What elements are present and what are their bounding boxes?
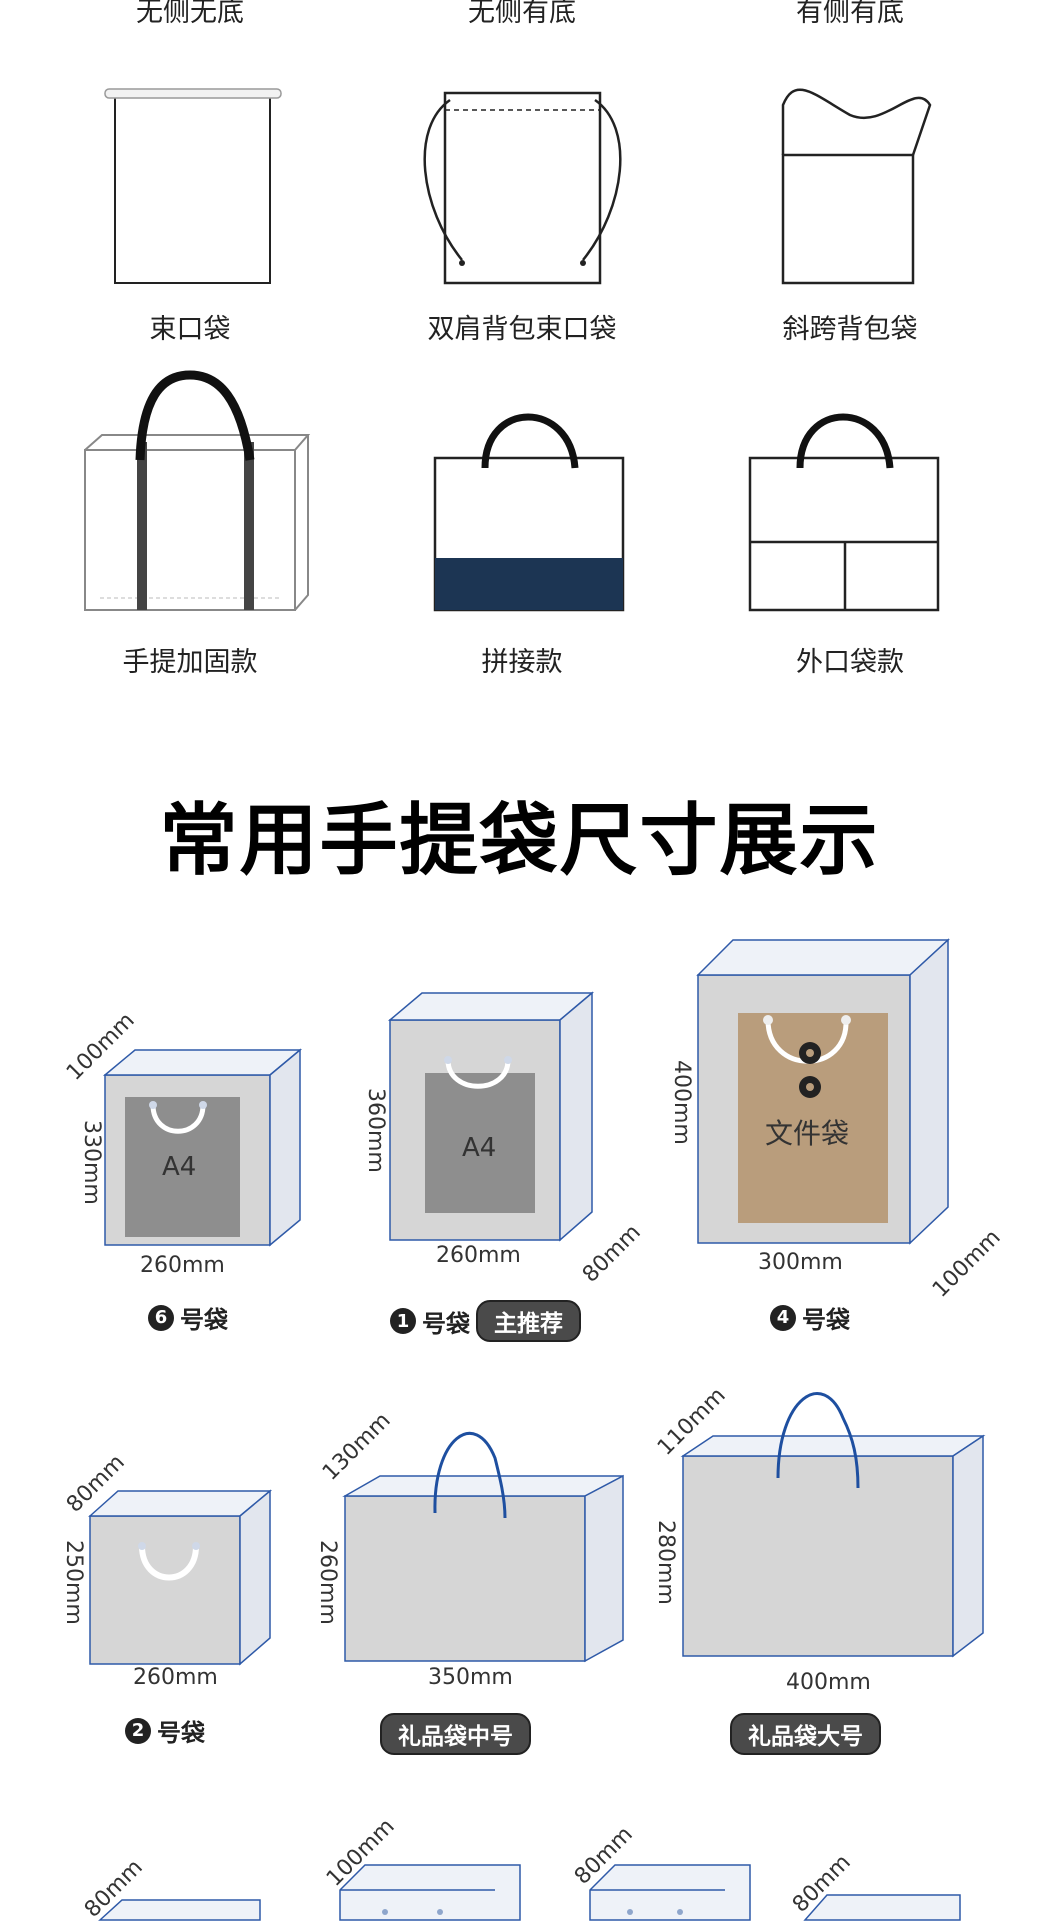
size-bag-4-width: 300mm — [758, 1250, 843, 1275]
style-label-outer-pocket: 外口袋款 — [796, 647, 904, 678]
size-bag-2-height: 250mm — [61, 1540, 86, 1625]
outer-pocket-bag-illustration — [748, 413, 940, 612]
gift-bag-large-badge: 礼品袋大号 — [730, 1713, 881, 1755]
size-bag-1-number: 1 — [390, 1308, 416, 1334]
size-bag-1-badge: 主推荐 — [476, 1300, 581, 1342]
size-row3-bag-2-illustration — [339, 1864, 521, 1921]
gift-bag-medium-illustration — [342, 1431, 624, 1663]
size-bag-4-height: 400mm — [669, 1060, 694, 1145]
style-label-no-side-with-bottom: 无侧有底 — [468, 0, 576, 28]
style-label-crossbody: 斜跨背包袋 — [782, 314, 918, 345]
size-bag-1-inner-label: A4 — [462, 1133, 497, 1163]
size-bag-2-name: 号袋 — [157, 1719, 205, 1747]
size-bag-1-illustration — [387, 991, 595, 1242]
style-label-no-side-no-bottom: 无侧无底 — [136, 0, 244, 28]
size-bag-1-name: 号袋 — [422, 1309, 470, 1338]
size-bag-4-illustration — [696, 938, 950, 1245]
size-bag-6-inner-label: A4 — [162, 1152, 197, 1182]
size-bag-4-inner-label: 文件袋 — [765, 1117, 850, 1150]
style-label-reinforced-handle: 手提加固款 — [122, 647, 258, 678]
size-bag-2-number: 2 — [125, 1717, 151, 1744]
gift-bag-medium-height: 260mm — [315, 1540, 340, 1625]
size-row3-bag-3-illustration — [589, 1864, 751, 1921]
patchwork-bag-illustration — [433, 413, 625, 612]
size-bag-6-illustration — [102, 1048, 303, 1247]
drawstring-bag-illustration — [104, 88, 282, 284]
style-label-patchwork: 拼接款 — [481, 647, 563, 678]
gift-bag-large-height: 280mm — [653, 1520, 678, 1605]
size-bag-4-number: 4 — [770, 1304, 796, 1331]
style-label-side-and-bottom: 有侧有底 — [796, 0, 904, 28]
gift-bag-medium-badge: 礼品袋中号 — [380, 1713, 531, 1755]
size-bag-6-name: 号袋 — [180, 1306, 228, 1334]
size-bag-6-height: 330mm — [79, 1120, 104, 1205]
size-bag-4-caption: 4 号袋 — [770, 1300, 850, 1335]
size-bag-1-height: 360mm — [363, 1088, 388, 1173]
size-bag-6-caption: 6 号袋 — [148, 1300, 228, 1335]
gift-bag-large-width: 400mm — [786, 1670, 871, 1695]
reinforced-handle-illustration — [84, 370, 311, 611]
crossbody-bag-illustration — [781, 88, 932, 285]
gift-bag-medium-caption: 礼品袋中号 — [380, 1713, 531, 1755]
backpack-drawstring-illustration — [423, 91, 622, 285]
style-label-drawstring: 束口袋 — [149, 314, 231, 345]
gift-bag-medium-width: 350mm — [428, 1665, 513, 1690]
gift-bag-large-caption: 礼品袋大号 — [730, 1713, 881, 1755]
size-bag-2-illustration — [88, 1489, 273, 1666]
gift-bag-large-illustration — [680, 1392, 986, 1658]
section-title: 常用手提袋尺寸展示 — [159, 796, 880, 886]
size-bag-2-width: 260mm — [133, 1665, 218, 1690]
size-row3-bag-4-illustration — [803, 1894, 961, 1921]
size-row3-bag-1-illustration — [98, 1899, 261, 1921]
size-bag-1-caption: 1 号袋 主推荐 — [390, 1300, 581, 1342]
size-bag-2-caption: 2 号袋 — [125, 1713, 205, 1748]
size-bag-6-number: 6 — [148, 1304, 174, 1331]
size-bag-6-width: 260mm — [140, 1253, 225, 1278]
style-label-backpack-drawstring: 双肩背包束口袋 — [427, 314, 617, 345]
size-bag-4-name: 号袋 — [802, 1306, 850, 1334]
size-bag-1-width: 260mm — [436, 1243, 521, 1268]
